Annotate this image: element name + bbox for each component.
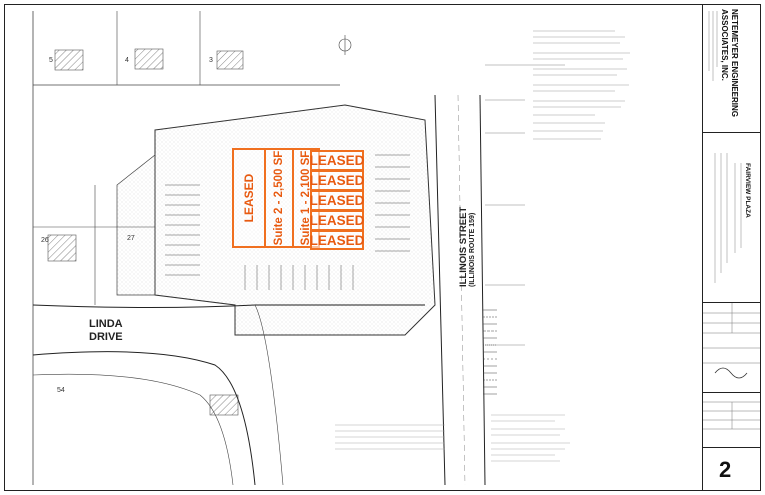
street-route: (ILLINOIS ROUTE 159) [469, 212, 476, 287]
leased-unit: LEASED [310, 210, 364, 231]
revision-table-lines [703, 303, 760, 379]
linda-drive-line1: LINDA [89, 318, 123, 330]
firm-name-line1: NETEMEYER ENGINEERING [730, 9, 739, 118]
revision-cell [703, 303, 760, 393]
lot-number: 4 [125, 57, 129, 64]
title-block: NETEMEYER ENGINEERING ASSOCIATES, INC. F… [702, 5, 760, 490]
linda-drive-label: LINDA DRIVE [89, 318, 123, 344]
lot-number: 54 [57, 387, 65, 394]
street-label: ILLINOIS STREET (ILLINOIS ROUTE 159) [458, 207, 476, 287]
suite-label: Suite 2 - 2,500 SF [273, 150, 285, 246]
street-name: ILLINOIS STREET [458, 206, 469, 287]
project-details-lines [714, 153, 742, 283]
lot-number: 26 [41, 237, 49, 244]
info-cell [703, 393, 760, 448]
leased-unit: LEASED [310, 190, 364, 211]
site-plan-drawing [32, 11, 630, 486]
sheet-number: 2 [719, 457, 732, 482]
leased-unit: LEASED [310, 150, 364, 171]
lot-number: 3 [209, 57, 213, 64]
suite-label: LEASED [242, 173, 256, 223]
drawing-sheet: 5 4 3 26 27 54 LINDA DRIVE ILLINOIS STRE… [4, 4, 761, 491]
leased-unit: LEASED [310, 230, 364, 250]
firm-details-lines [708, 11, 718, 81]
linda-drive-line2: DRIVE [89, 331, 123, 343]
firm-name: NETEMEYER ENGINEERING ASSOCIATES, INC. [719, 9, 739, 117]
project-cell: FAIRVIEW PLAZA [703, 133, 760, 303]
firm-cell: NETEMEYER ENGINEERING ASSOCIATES, INC. [703, 5, 760, 133]
leased-unit: LEASED [310, 170, 364, 191]
lot-number: 5 [49, 57, 53, 64]
lot-number: 27 [127, 235, 135, 242]
info-table-lines [703, 401, 760, 430]
